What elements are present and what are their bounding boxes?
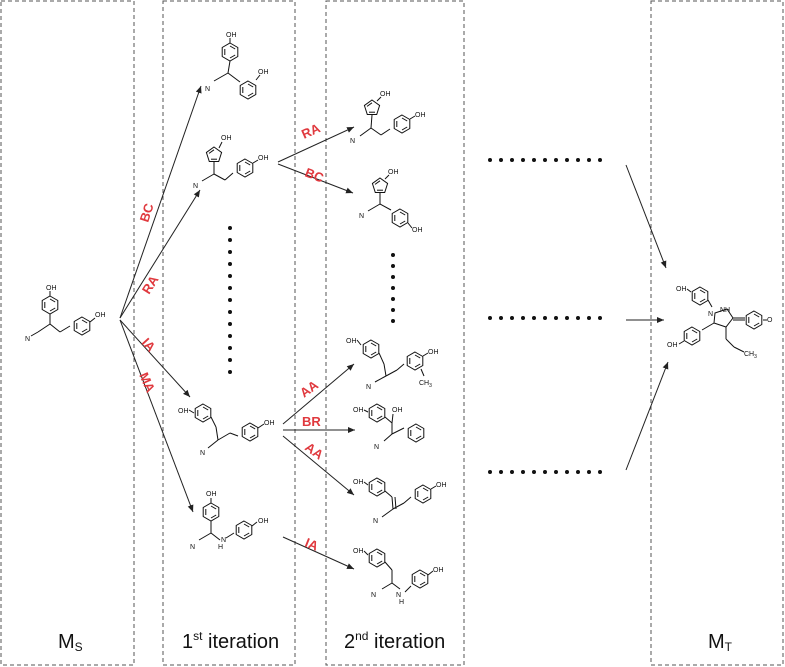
svg-text:OH: OH — [226, 32, 237, 39]
svg-text:N: N — [708, 311, 713, 318]
svg-text:OH: OH — [258, 155, 269, 162]
svg-text:OH: OH — [353, 407, 364, 414]
svg-text:OH: OH — [676, 286, 687, 293]
svg-text:OH: OH — [95, 312, 106, 319]
ellipsis-iteration-2 — [391, 253, 395, 323]
reaction-label-ma-1: MA — [136, 370, 158, 395]
molecule-1-4: OH N OH — [178, 403, 275, 457]
reaction-label-bc-1: BC — [137, 201, 157, 224]
reaction-label-ia-1: IA — [139, 335, 159, 355]
reaction-label-br: BR — [302, 414, 321, 429]
svg-text:N: N — [374, 444, 379, 451]
svg-text:N: N — [366, 384, 371, 391]
svg-text:OH: OH — [412, 227, 423, 234]
svg-text:OH: OH — [178, 408, 189, 415]
molecule-1-2: OH N OH — [193, 135, 269, 190]
reaction-label-bc-2: BC — [303, 165, 326, 186]
reaction-label-ia-2: IA — [303, 535, 321, 554]
arrow-m5-to-f — [282, 536, 355, 570]
svg-text:N: N — [373, 518, 378, 525]
svg-text:CH3: CH3 — [744, 351, 757, 360]
svg-text:OH: OH — [46, 285, 57, 292]
molecule-2-d: OH OH N — [353, 403, 425, 451]
reaction-label-aa-2: AA — [302, 439, 327, 463]
svg-text:OH: OH — [264, 420, 275, 427]
molecule-2-a: OH N OH — [350, 91, 426, 145]
panel-iteration-1 — [162, 0, 296, 666]
svg-text:N: N — [25, 336, 30, 343]
ellipsis-iteration-1 — [228, 226, 232, 374]
ellipsis-row-3 — [488, 470, 602, 474]
svg-text:OH: OH — [346, 338, 357, 345]
arrow-to-mt-1 — [625, 164, 667, 269]
molecule-ms: OH N OH — [25, 285, 106, 343]
svg-text:OH: OH — [392, 407, 403, 414]
arrow-to-mt-3 — [625, 361, 669, 471]
svg-text:OH: OH — [388, 169, 399, 176]
svg-text:N: N — [396, 592, 401, 599]
svg-text:OH: OH — [353, 548, 364, 555]
panel-iteration-2 — [325, 0, 465, 666]
molecule-2-b: OH N OH — [359, 169, 423, 234]
svg-text:OH: OH — [380, 91, 391, 98]
svg-text:NH: NH — [720, 307, 730, 314]
svg-text:N: N — [371, 592, 376, 599]
molecule-2-e: OH N OH — [353, 477, 447, 525]
arrow-ms-to-m2 — [119, 189, 201, 319]
svg-text:N: N — [200, 450, 205, 457]
panel-label-iteration-1: 1st iteration — [182, 629, 279, 653]
svg-text:OH: OH — [428, 349, 439, 356]
svg-text:OH: OH — [258, 69, 269, 76]
ellipsis-row-1 — [488, 158, 602, 162]
reaction-label-ra-2: RA — [299, 120, 323, 142]
svg-text:OH: OH — [436, 482, 447, 489]
panel-mt — [650, 0, 784, 666]
svg-text:OH: OH — [221, 135, 232, 142]
svg-text:O: O — [767, 317, 773, 324]
arrow-m2-to-a — [277, 126, 355, 163]
svg-text:H: H — [399, 599, 404, 606]
arrow-ms-to-m5 — [119, 319, 194, 513]
svg-text:N: N — [193, 183, 198, 190]
panel-label-iteration-2: 2nd iteration — [344, 629, 445, 653]
svg-text:CH3: CH3 — [419, 380, 432, 389]
molecule-2-f: OH N N H OH — [353, 548, 444, 606]
svg-text:OH: OH — [415, 112, 426, 119]
svg-text:N: N — [359, 213, 364, 220]
reaction-label-aa-1: AA — [297, 377, 322, 401]
svg-text:N: N — [350, 138, 355, 145]
svg-text:OH: OH — [353, 479, 364, 486]
reaction-label-ra-1: RA — [139, 272, 162, 296]
panel-ms — [0, 0, 135, 666]
svg-text:OH: OH — [433, 567, 444, 574]
svg-text:N: N — [205, 86, 210, 93]
svg-text:H: H — [218, 544, 223, 551]
arrow-m2-to-b — [277, 163, 354, 194]
arrow-m4-to-c — [282, 363, 355, 425]
arrow-m4-to-e — [282, 435, 355, 496]
molecule-1-5: OH N H N OH — [190, 491, 269, 551]
svg-text:OH: OH — [667, 342, 678, 349]
panel-label-ms: MS — [58, 631, 83, 654]
svg-text:OH: OH — [258, 518, 269, 525]
molecule-1-1: OH N OH — [205, 32, 269, 100]
molecule-2-c: OH N OH CH3 — [346, 338, 439, 391]
svg-text:N: N — [190, 544, 195, 551]
arrow-ms-to-m1 — [119, 85, 202, 319]
arrow-ms-to-m4 — [119, 319, 191, 398]
panel-label-mt: MT — [708, 631, 733, 654]
molecule-mt: OH N NH O OH CH3 — [667, 286, 773, 360]
svg-text:N: N — [221, 537, 226, 544]
ellipsis-row-2 — [488, 316, 602, 320]
svg-text:OH: OH — [206, 491, 217, 498]
